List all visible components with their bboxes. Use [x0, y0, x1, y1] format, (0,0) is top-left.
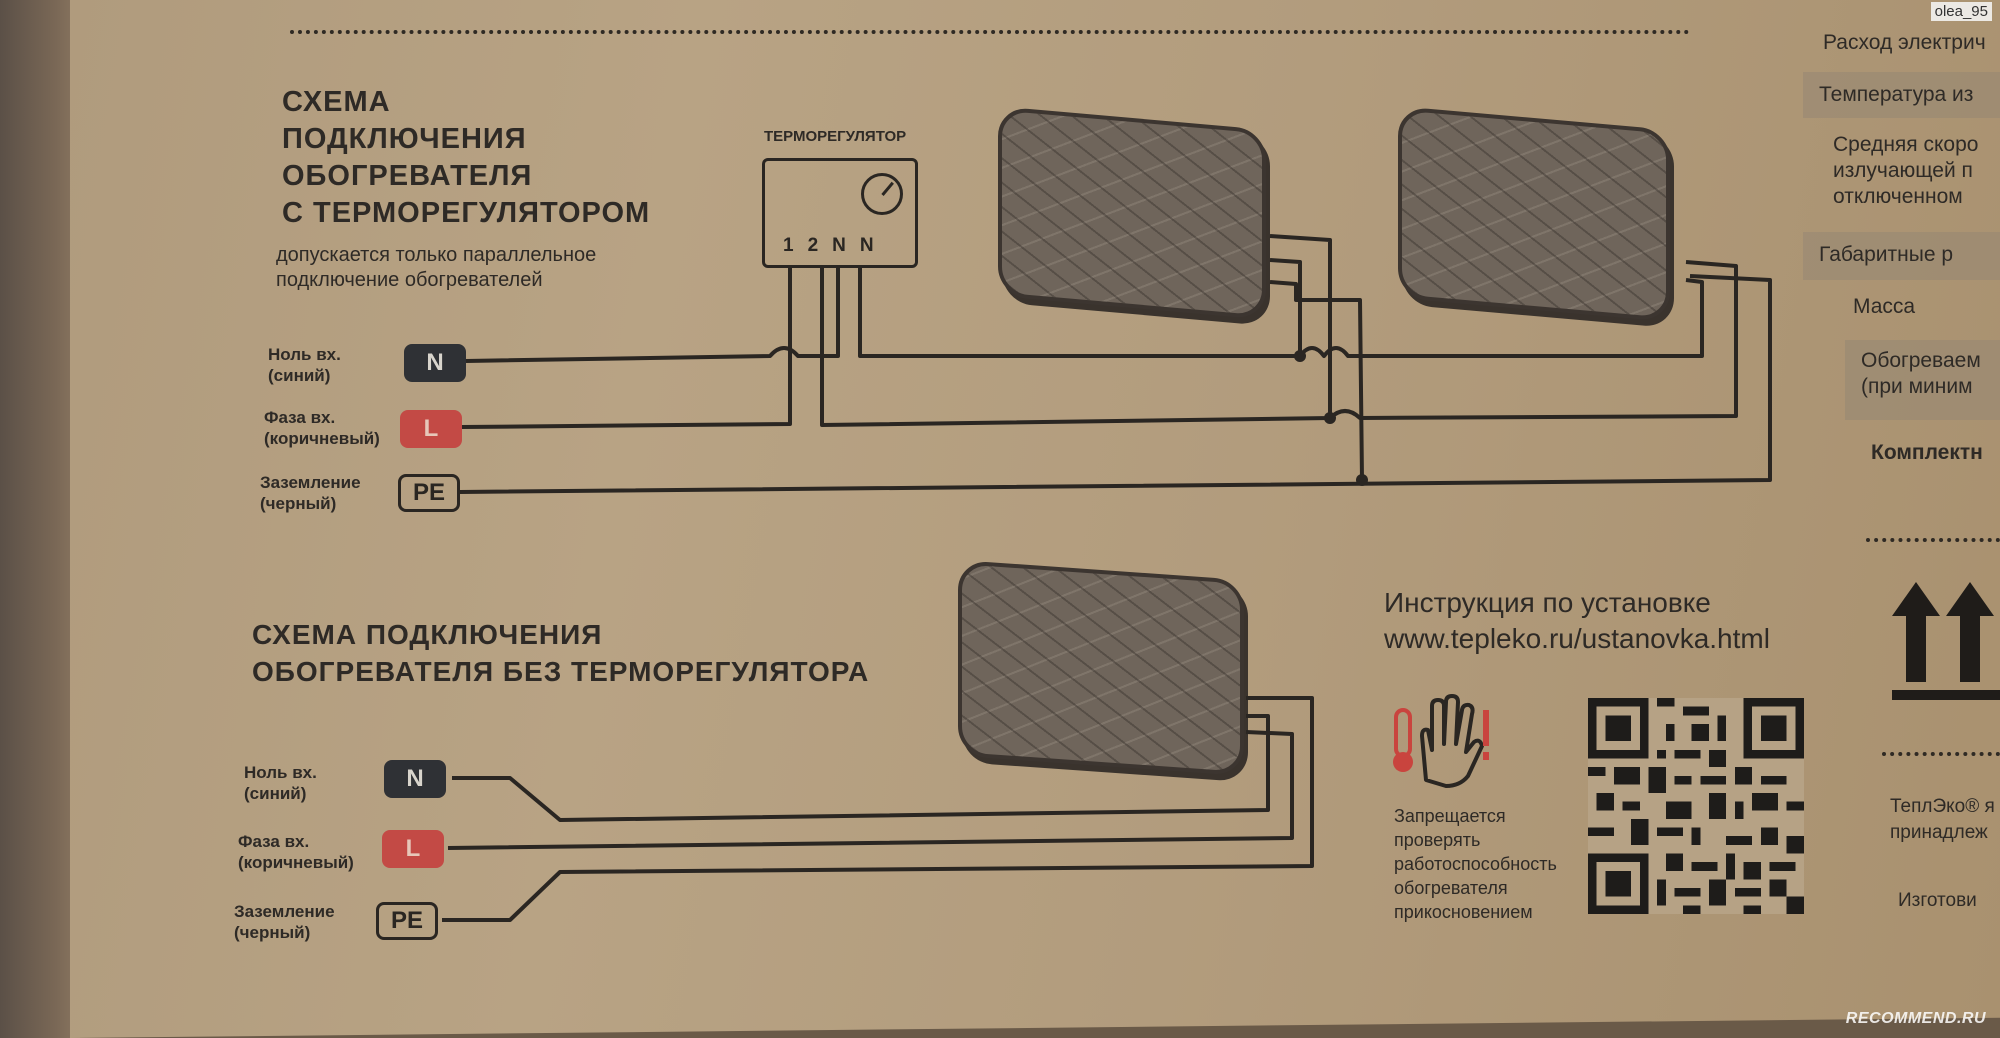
scheme2-title: СХЕМА ПОДКЛЮЧЕНИЯ ОБОГРЕВАТЕЛЯ БЕЗ ТЕРМО… [252, 619, 870, 687]
spec-row-temperature: Температура из [1803, 72, 2000, 118]
scheme2-ground-terminal: PE [376, 902, 438, 940]
scheme1-ground-terminal: PE [398, 474, 460, 512]
brand-line: ТеплЭко® я принадлеж [1890, 796, 1995, 843]
pin-n2: N [859, 235, 874, 256]
thermostat-label: ТЕРМОРЕГУЛЯТОР [764, 128, 907, 145]
spec-row-dimensions: Габаритные р [1803, 232, 2000, 280]
scheme1-note: допускается только параллельное подключе… [276, 244, 597, 291]
box-side-shadow [0, 0, 80, 1038]
scheme2-neutral-label: Ноль вх. (синий) [244, 763, 317, 803]
scheme2-ground-label: Заземление (черный) [234, 902, 335, 942]
scheme2-phase-label: Фаза вх. (коричневый) [238, 832, 354, 872]
scheme1-phase-label: Фаза вх. (коричневый) [264, 408, 380, 448]
scheme2-neutral-terminal: N [384, 760, 446, 798]
spec-row-power: Расход электрич [1823, 31, 1986, 54]
install-url[interactable]: www.tepleko.ru/ustanovka.html [1384, 623, 1770, 654]
spec-row-area: Обогреваем (при миним [1845, 340, 2000, 420]
pin-2: 2 [807, 235, 819, 256]
install-heading: Инструкция по установке [1384, 587, 1711, 618]
manufacturer-label: Изготови [1898, 890, 1977, 911]
scheme1-title: СХЕМА ПОДКЛЮЧЕНИЯ ОБОГРЕВАТЕЛЯ С ТЕРМОРЕ… [282, 86, 651, 229]
thermostat-pins: 1 2 N N [783, 235, 874, 257]
spec-row-speed: Средняя скоро излучающей п отключенном [1833, 133, 1979, 208]
right-dotted-line-1 [1866, 538, 2000, 542]
spec-row-mass: Масса [1853, 295, 1916, 318]
hand-warning-icon [1393, 694, 1489, 788]
scheme1-neutral-terminal: N [404, 344, 466, 382]
qr-code[interactable] [1588, 694, 1804, 918]
user-watermark: olea_95 [1930, 2, 1992, 21]
scheme1-ground-label: Заземление (черный) [260, 473, 361, 513]
spec-table-cropped: Расход электрич Температура из Средняя с… [1803, 0, 2000, 470]
top-dotted-line [290, 30, 1690, 34]
pin-1: 1 [783, 235, 794, 256]
this-side-up-arrows-icon [1892, 582, 2000, 700]
scheme2-phase-terminal: L [382, 830, 444, 868]
thermostat-dial-icon [861, 173, 903, 215]
touch-warning-text: Запрещается проверять работоспособность … [1394, 806, 1557, 922]
right-dotted-line-2 [1882, 752, 2000, 756]
thermostat-box: 1 2 N N [762, 158, 918, 268]
pin-n1: N [832, 235, 846, 256]
scheme1-phase-terminal: L [400, 410, 462, 448]
scheme1-neutral-label: Ноль вх. (синий) [268, 345, 341, 385]
site-watermark: RECOMMEND.RU [1845, 1010, 1986, 1027]
spec-row-kit: Комплектн [1871, 441, 1983, 464]
